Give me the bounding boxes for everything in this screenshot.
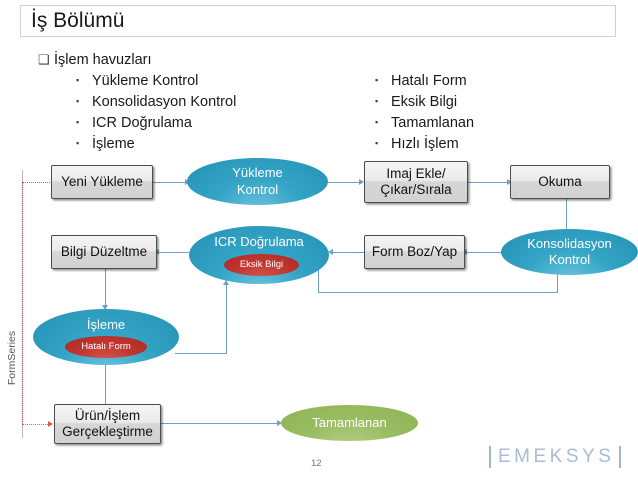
flow-ellipse-label: İşleme [86, 317, 126, 332]
bullet-level1-islem-havuzlari: ❑ İşlem havuzları [38, 52, 152, 68]
bullet-square-icon: ▪ [375, 75, 379, 85]
flow-ellipse-tamamlanan[interactable]: Tamamlanan [281, 405, 418, 441]
connector-icr-dogrulama-to-bilgi-duzeltme [157, 252, 189, 254]
arrowhead-imaj-ekle [359, 178, 364, 185]
bullet-tamamlanan: ▪ Tamamlanan [375, 115, 474, 131]
flow-box-bilgi-duzeltme[interactable]: Bilgi Düzeltme [51, 235, 157, 269]
logo-right-bar [619, 446, 622, 468]
bullet-square-icon: ▪ [76, 138, 80, 148]
flow-box-imaj-ekle-cikar-sirala[interactable]: Imaj Ekle/ Çıkar/Sırala [364, 161, 468, 203]
logo-text: EMEKSYS [498, 446, 615, 467]
bullet-label: Konsolidasyon Kontrol [92, 94, 237, 110]
bullet-label: Tamamlanan [391, 115, 475, 131]
emeksys-logo: EMEKSYS [489, 444, 622, 470]
arrowhead-eksik-bilgi [222, 280, 229, 285]
bullet-label: Eksik Bilgi [391, 94, 458, 110]
page-number: 12 [311, 458, 322, 469]
flow-ellipse-label: Tamamlanan [312, 414, 387, 430]
flow-ellipse-inner-eksik-bilgi[interactable]: Eksik Bilgi [224, 254, 299, 276]
bullet-square-icon: ▪ [76, 75, 80, 85]
bullet-label: ICR Doğrulama [92, 115, 192, 131]
flow-ellipse-inner-hatali-form[interactable]: Hatalı Form [65, 336, 147, 358]
connector-okuma-to-konsolidasyon [566, 199, 568, 235]
connector-form-boz-yap-to-icr-dogrulama [331, 252, 364, 254]
flow-ellipse-yukleme-kontrol[interactable]: Yükleme Kontrol [187, 158, 328, 205]
flow-box-label: Okuma [538, 173, 582, 189]
connector-konsolidasyon-to-form-boz-yap [465, 252, 501, 254]
logo-left-bar [489, 446, 491, 468]
bullet-square-outline-icon: ❑ [38, 52, 50, 67]
bullet-isleme: ▪ İşleme [76, 136, 135, 152]
connector-urun-islem-to-isleme [105, 364, 107, 408]
connector-urun-islem-to-tamamlanan [161, 423, 279, 425]
bullet-label: Hızlı İşlem [391, 136, 459, 152]
flow-ellipse-konsolidasyon-kontrol[interactable]: Konsolidasyon Kontrol [501, 229, 638, 275]
bullet-eksik-bilgi: ▪ Eksik Bilgi [375, 94, 457, 110]
connector-icr-to-konsolidasyon-vertical-left [318, 253, 320, 293]
bullet-square-icon: ▪ [375, 138, 379, 148]
flow-box-label-line1: Imaj Ekle/ [386, 165, 446, 181]
bullet-square-icon: ▪ [76, 96, 80, 106]
flow-ellipse-isleme[interactable]: İşleme Hatalı Form [33, 309, 179, 365]
bullet-label: İşleme [92, 136, 135, 152]
connector-icr-to-konsolidasyon-vertical-right [557, 272, 559, 293]
bullet-yukleme-kontrol: ▪ Yükleme Kontrol [76, 73, 198, 89]
bullet-konsolidasyon-kontrol: ▪ Konsolidasyon Kontrol [76, 94, 236, 110]
flow-box-label-line2: Çıkar/Sırala [380, 182, 452, 197]
bullet-level1-label: İşlem havuzları [54, 52, 152, 68]
flow-box-okuma[interactable]: Okuma [510, 165, 610, 199]
bullet-hatali-form: ▪ Hatalı Form [375, 73, 467, 89]
flow-ellipse-label: ICR Doğrulama [214, 234, 304, 249]
bullet-label: Yükleme Kontrol [92, 73, 199, 89]
flow-ellipse-label-line2: Kontrol [548, 252, 591, 267]
flow-ellipse-label-line2: Kontrol [236, 181, 279, 197]
slide-title-box: İş Bölümü [20, 5, 616, 37]
connector-yukleme-kontrol-to-imaj-ekle [328, 182, 361, 184]
flow-ellipse-inner-label: Eksik Bilgi [239, 259, 284, 271]
arrowhead-icr-dogrulama [328, 248, 333, 255]
bullet-hizli-islem: ▪ Hızlı İşlem [375, 136, 459, 152]
flow-ellipse-label-line1: Yükleme [232, 165, 283, 181]
arrowhead-okuma [507, 178, 512, 185]
series-connector-top-horizontal [22, 182, 52, 183]
flow-ellipse-inner-label: Hatalı Form [81, 341, 131, 353]
connector-isleme-to-icr-horizontal [175, 353, 227, 355]
arrowhead-isleme-top [101, 305, 108, 310]
flow-box-form-boz-yap[interactable]: Form Boz/Yap [364, 235, 465, 269]
bullet-label: Hatalı Form [391, 73, 467, 89]
flow-box-label-line1: Ürün/İşlem [74, 407, 141, 423]
form-series-axis-label: FormSeries [6, 330, 18, 386]
bullet-icr-dogrulama: ▪ ICR Doğrulama [76, 115, 192, 131]
flow-box-yeni-yukleme[interactable]: Yeni Yükleme [51, 165, 153, 199]
flow-box-label: Form Boz/Yap [371, 243, 458, 259]
bullet-square-icon: ▪ [76, 117, 80, 127]
flow-box-urun-islem-gerceklestirme[interactable]: Ürün/İşlem Gerçekleştirme [54, 404, 161, 444]
connector-bilgi-duzeltme-to-isleme [105, 269, 107, 309]
bullet-square-icon: ▪ [375, 117, 379, 127]
bullet-square-icon: ▪ [375, 96, 379, 106]
connector-icr-to-konsolidasyon-horizontal [318, 292, 558, 294]
flow-ellipse-label-line1: Konsolidasyon [527, 235, 612, 251]
connector-yeni-yukleme-to-yukleme-kontrol [153, 182, 187, 184]
flow-box-label: Bilgi Düzeltme [60, 243, 148, 259]
page-title: İş Bölümü [31, 9, 125, 32]
arrowhead-tamamlanan [277, 419, 282, 426]
series-connector-bottom-horizontal [22, 424, 50, 425]
series-connector-arrowhead [48, 420, 53, 427]
flow-ellipse-icr-dogrulama[interactable]: ICR Doğrulama Eksik Bilgi [189, 226, 329, 284]
connector-imaj-ekle-to-okuma [468, 182, 510, 184]
flow-box-label-line2: Gerçekleştirme [62, 424, 153, 439]
connector-isleme-to-icr-vertical [226, 285, 228, 354]
flow-box-label: Yeni Yükleme [61, 173, 143, 189]
series-connector-vertical [22, 182, 23, 424]
